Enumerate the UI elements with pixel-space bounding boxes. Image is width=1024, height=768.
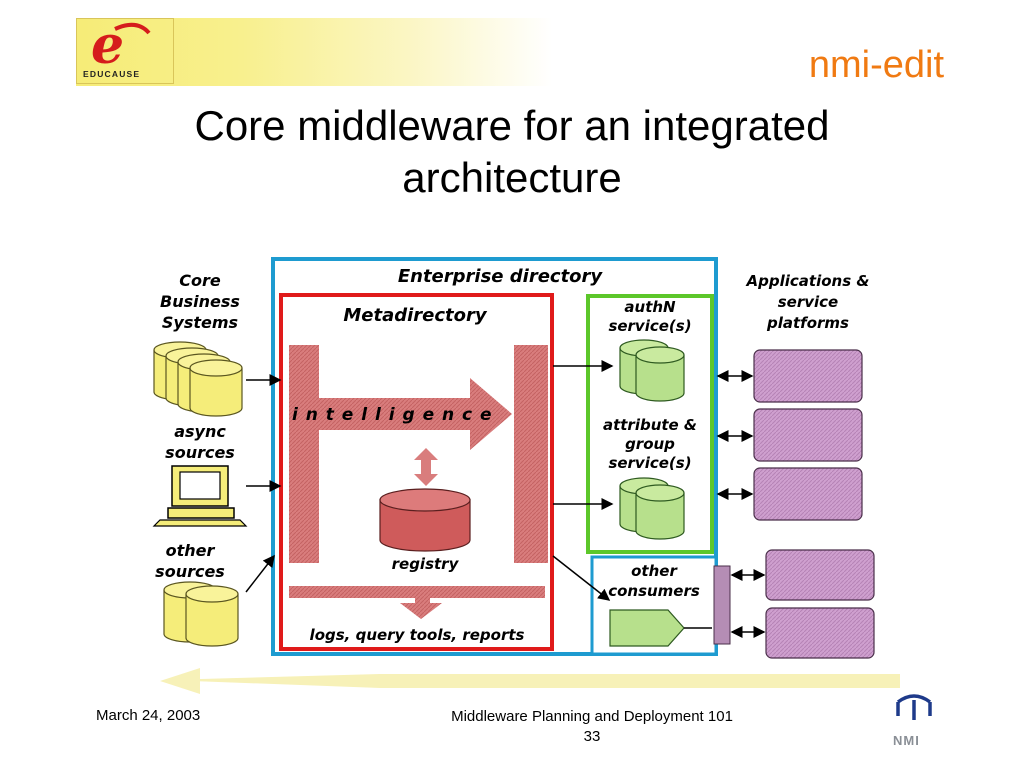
header-gradient-bar	[76, 18, 552, 86]
nmi-logo	[896, 694, 932, 720]
intelligence-label: i n t e l l i g e n c e	[292, 405, 493, 425]
attribute-group-label: attribute & group service(s)	[602, 416, 698, 472]
attribute-cylinders	[619, 477, 685, 540]
metadirectory-label: Metadirectory	[343, 305, 487, 326]
async-sources-label: async sources	[165, 422, 235, 462]
left-pillar	[289, 345, 319, 563]
core-business-label: Core Business Systems	[160, 271, 240, 332]
platform-box	[765, 549, 875, 601]
logs-label: logs, query tools, reports	[309, 626, 525, 644]
authn-cylinders	[619, 339, 685, 402]
footer-date: March 24, 2003	[96, 707, 201, 724]
intelligence-arrow	[289, 378, 512, 450]
bottom-flow-arrow	[165, 674, 900, 688]
other-consumers-label: other consumers	[608, 562, 700, 600]
other-sources-label: other sources	[155, 541, 225, 581]
page-number: 33	[583, 728, 601, 745]
footer-course-title: Middleware Planning and Deployment 101	[451, 708, 733, 725]
right-pillar	[514, 345, 548, 563]
authn-label: authN service(s)	[608, 298, 692, 335]
nmi-logo-text: NMI	[893, 733, 920, 748]
registry-cylinder	[379, 488, 471, 552]
registry-link-arrow	[414, 448, 438, 486]
enterprise-directory-label: Enterprise directory	[397, 266, 603, 287]
svg-text:EDUCAUSE: EDUCAUSE	[83, 69, 140, 79]
platform-box	[753, 349, 863, 403]
platform-box	[753, 408, 863, 462]
computer-icon	[152, 465, 248, 527]
consumer-shape	[609, 609, 685, 647]
page-title: Core middleware for an integrated archit…	[0, 100, 1024, 204]
consumer-bus	[713, 565, 731, 645]
educause-logo: e EDUCAUSE	[76, 15, 174, 84]
educause-e-icon: e EDUCAUSE	[83, 15, 151, 79]
platform-box	[753, 467, 863, 521]
footer-course: Middleware Planning and Deployment 101 3…	[392, 707, 792, 747]
brand-label: nmi-edit	[808, 44, 944, 86]
service-platforms	[753, 349, 875, 659]
svg-text:e: e	[91, 19, 124, 76]
title-line-2: architecture	[402, 154, 622, 201]
other-sources-cylinders	[163, 581, 239, 647]
registry-label: registry	[391, 555, 459, 573]
core-systems-cylinders	[153, 341, 243, 417]
applications-label: Applications & service platforms	[746, 272, 870, 332]
logs-arrow	[400, 603, 442, 619]
title-line-1: Core middleware for an integrated	[194, 102, 830, 149]
platform-box	[765, 607, 875, 659]
